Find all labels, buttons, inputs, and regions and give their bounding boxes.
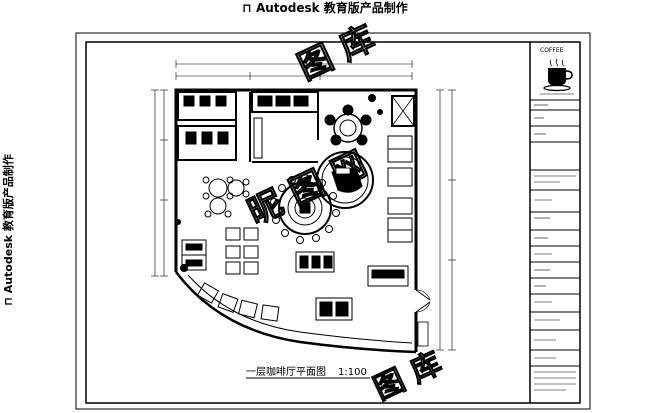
exterior-walls bbox=[174, 88, 418, 354]
left-booths bbox=[181, 239, 207, 271]
sheet-outer-border bbox=[75, 32, 591, 410]
svg-text:图 库: 图 库 bbox=[292, 18, 381, 88]
round-tables-left bbox=[202, 176, 250, 218]
entrance-door bbox=[415, 289, 431, 347]
restroom-fixtures bbox=[183, 95, 309, 159]
lounge-seating-round bbox=[324, 104, 372, 146]
window-booths bbox=[196, 282, 353, 322]
title-block bbox=[529, 42, 580, 403]
coffee-cup-logo-icon bbox=[540, 58, 574, 95]
plan-title: 一层咖啡厅平面图 bbox=[246, 366, 326, 378]
bar-stools bbox=[270, 174, 340, 244]
autodesk-logo-icon: ⊓ bbox=[242, 1, 256, 15]
sheet-inner-border bbox=[85, 41, 581, 404]
dimension-lines bbox=[151, 60, 456, 351]
piano-stage bbox=[316, 151, 374, 209]
interior-walls bbox=[177, 91, 415, 163]
autodesk-edu-stamp-top: ⊓ Autodesk 教育版产品制作 bbox=[242, 1, 408, 15]
right-booths bbox=[367, 135, 413, 287]
svg-text:图 库: 图 库 bbox=[369, 346, 448, 407]
plant-icons bbox=[175, 94, 383, 272]
square-tables-center bbox=[225, 227, 335, 275]
coffee-logo-text: COFFEE bbox=[540, 47, 564, 54]
plan-scale: 1:100 bbox=[338, 367, 367, 378]
